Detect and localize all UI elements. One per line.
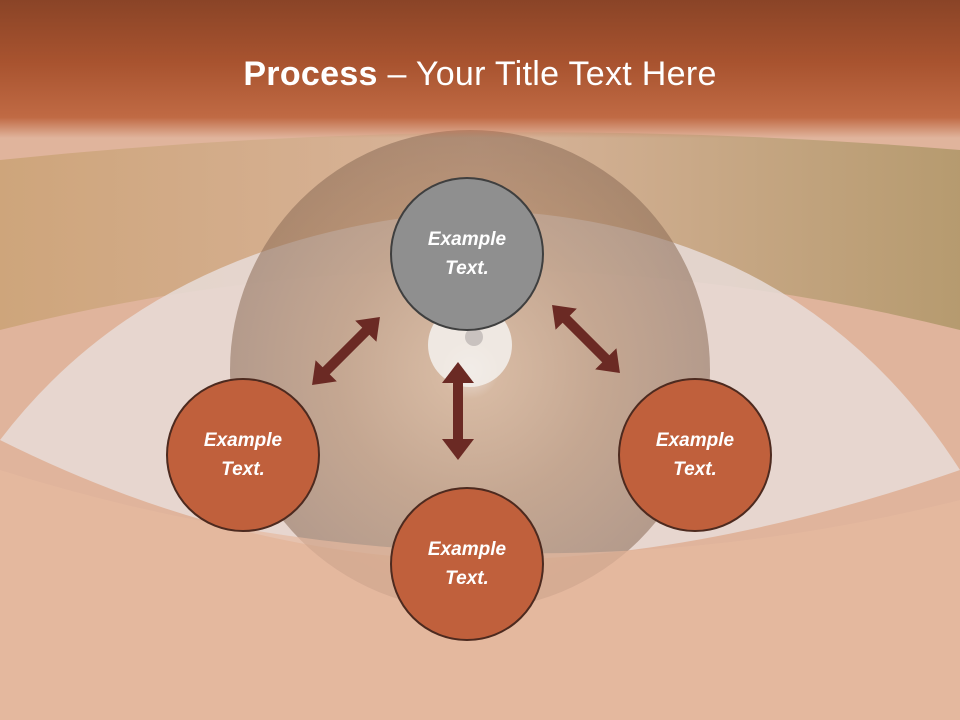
title-bold-text: Process [243, 55, 378, 93]
right-node-label: Example Text. [655, 430, 735, 480]
right-node: Example Text. [618, 378, 772, 532]
title-rest-text: – Your Title Text Here [377, 55, 717, 93]
left-node-label: Example Text. [203, 430, 283, 480]
left-node: Example Text. [166, 378, 320, 532]
slide-title: Process – Your Title Text Here [0, 52, 960, 96]
bottom-node-label: Example Text. [427, 539, 507, 589]
title-band [0, 0, 960, 138]
center-node-label: Example Text. [427, 229, 507, 279]
bottom-node: Example Text. [390, 487, 544, 641]
center-node: Example Text. [390, 177, 544, 331]
